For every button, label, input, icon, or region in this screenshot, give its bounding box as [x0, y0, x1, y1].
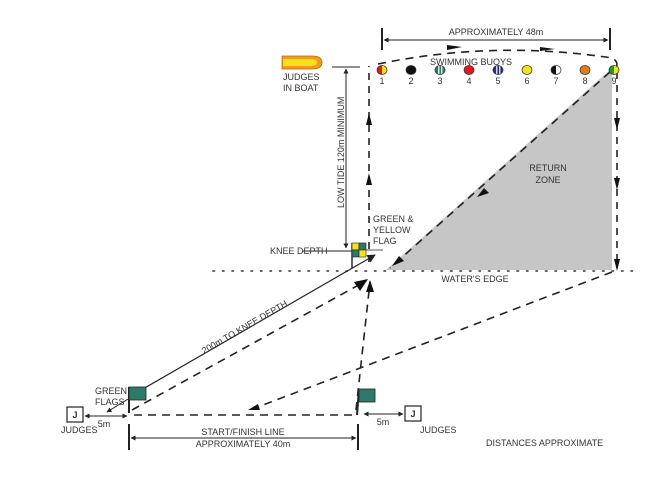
run-path-vertical-right [355, 281, 371, 411]
direction-arrow-right-2 [614, 178, 620, 190]
buoy-4: 4 [463, 65, 475, 86]
buoy-number-7: 7 [553, 76, 558, 86]
run-path-dashed [131, 281, 365, 411]
buoy-5: 5 [492, 65, 504, 86]
buoy-number-4: 4 [466, 76, 471, 86]
judges-boat-label-1: JUDGES [283, 72, 320, 82]
left-green-flag-icon [128, 386, 147, 401]
direction-arrow-run-vertical [366, 280, 374, 292]
green-yellow-flag-label-2: YELLOW [373, 225, 411, 235]
direction-arrow-out-1 [366, 113, 372, 125]
dimension-48m-label: APPROXIMATELY 48m [449, 27, 544, 37]
direction-arrow-top-1 [447, 45, 462, 50]
left-judge-letter: J [72, 410, 77, 420]
green-flags-pointer [106, 398, 129, 413]
run-200m-line [135, 254, 376, 394]
direction-arrow-diagonal-2 [392, 256, 404, 266]
buoy-2: 2 [405, 65, 417, 86]
buoy-6: 6 [521, 65, 533, 86]
swim-path-diagonal [389, 71, 611, 269]
swim-path-return-long [249, 271, 613, 411]
knee-depth-label: KNEE DEPTH [270, 246, 328, 256]
buoy-8: 8 [579, 65, 591, 86]
buoy-number-3: 3 [437, 76, 442, 86]
buoy-3: 3 [434, 65, 446, 86]
waters-edge-label: WATER'S EDGE [441, 274, 508, 284]
judges-boat-label-2: IN BOAT [283, 83, 319, 93]
green-yellow-flag-label-3: FLAG [373, 236, 397, 246]
direction-arrow-diagonal-1 [477, 188, 489, 197]
right-judges-label: JUDGES [420, 425, 457, 435]
green-flags-label-1: GREEN [95, 386, 127, 396]
green-yellow-flag-label-1: GREEN & [373, 214, 414, 224]
left-judge-box [66, 406, 84, 423]
direction-arrow-right-1 [614, 118, 620, 130]
right-judge-box [404, 405, 422, 422]
buoy-7: 7 [550, 65, 562, 86]
buoy-number-2: 2 [408, 76, 413, 86]
green-flags-label-2: FLAGS [95, 397, 125, 407]
green-yellow-flag-icon [351, 242, 367, 258]
buoy-number-8: 8 [582, 76, 587, 86]
judges-boat-icon [281, 55, 323, 70]
start-finish-label-2: APPROXIMATELY 40m [196, 439, 291, 449]
return-zone-area [386, 68, 612, 270]
low-tide-label: LOW TIDE 120m MINIMUM [336, 97, 346, 208]
right-green-flag-icon [358, 388, 376, 403]
swim-path-top [377, 49, 618, 71]
buoy-number-1: 1 [379, 76, 384, 86]
left-offset-label: 5m [98, 419, 111, 429]
direction-arrow-run-dashed [354, 279, 368, 291]
buoy-number-9: 9 [611, 76, 616, 86]
left-judges-label: JUDGES [61, 425, 98, 435]
distances-approximate-note: DISTANCES APPROXIMATE [486, 438, 603, 448]
buoy-number-6: 6 [524, 76, 529, 86]
direction-arrow-right-3 [614, 259, 620, 271]
return-zone-label-1: RETURN [529, 163, 567, 173]
direction-arrow-top-2 [540, 47, 555, 51]
direction-arrow-return [248, 404, 260, 410]
direction-arrow-out-2 [366, 173, 372, 185]
buoy-row: 1 2 3 4 5 6 7 8 9 [376, 65, 620, 86]
right-offset-label: 5m [377, 417, 390, 427]
return-zone-label-2: ZONE [535, 175, 560, 185]
start-finish-label-1: START/FINISH LINE [201, 427, 284, 437]
swimming-buoys-label: SWIMMING BUOYS [430, 57, 512, 67]
buoy-1: 1 [376, 65, 388, 86]
right-judge-letter: J [410, 409, 415, 419]
buoy-9: 9 [608, 65, 620, 86]
buoy-number-5: 5 [495, 76, 500, 86]
